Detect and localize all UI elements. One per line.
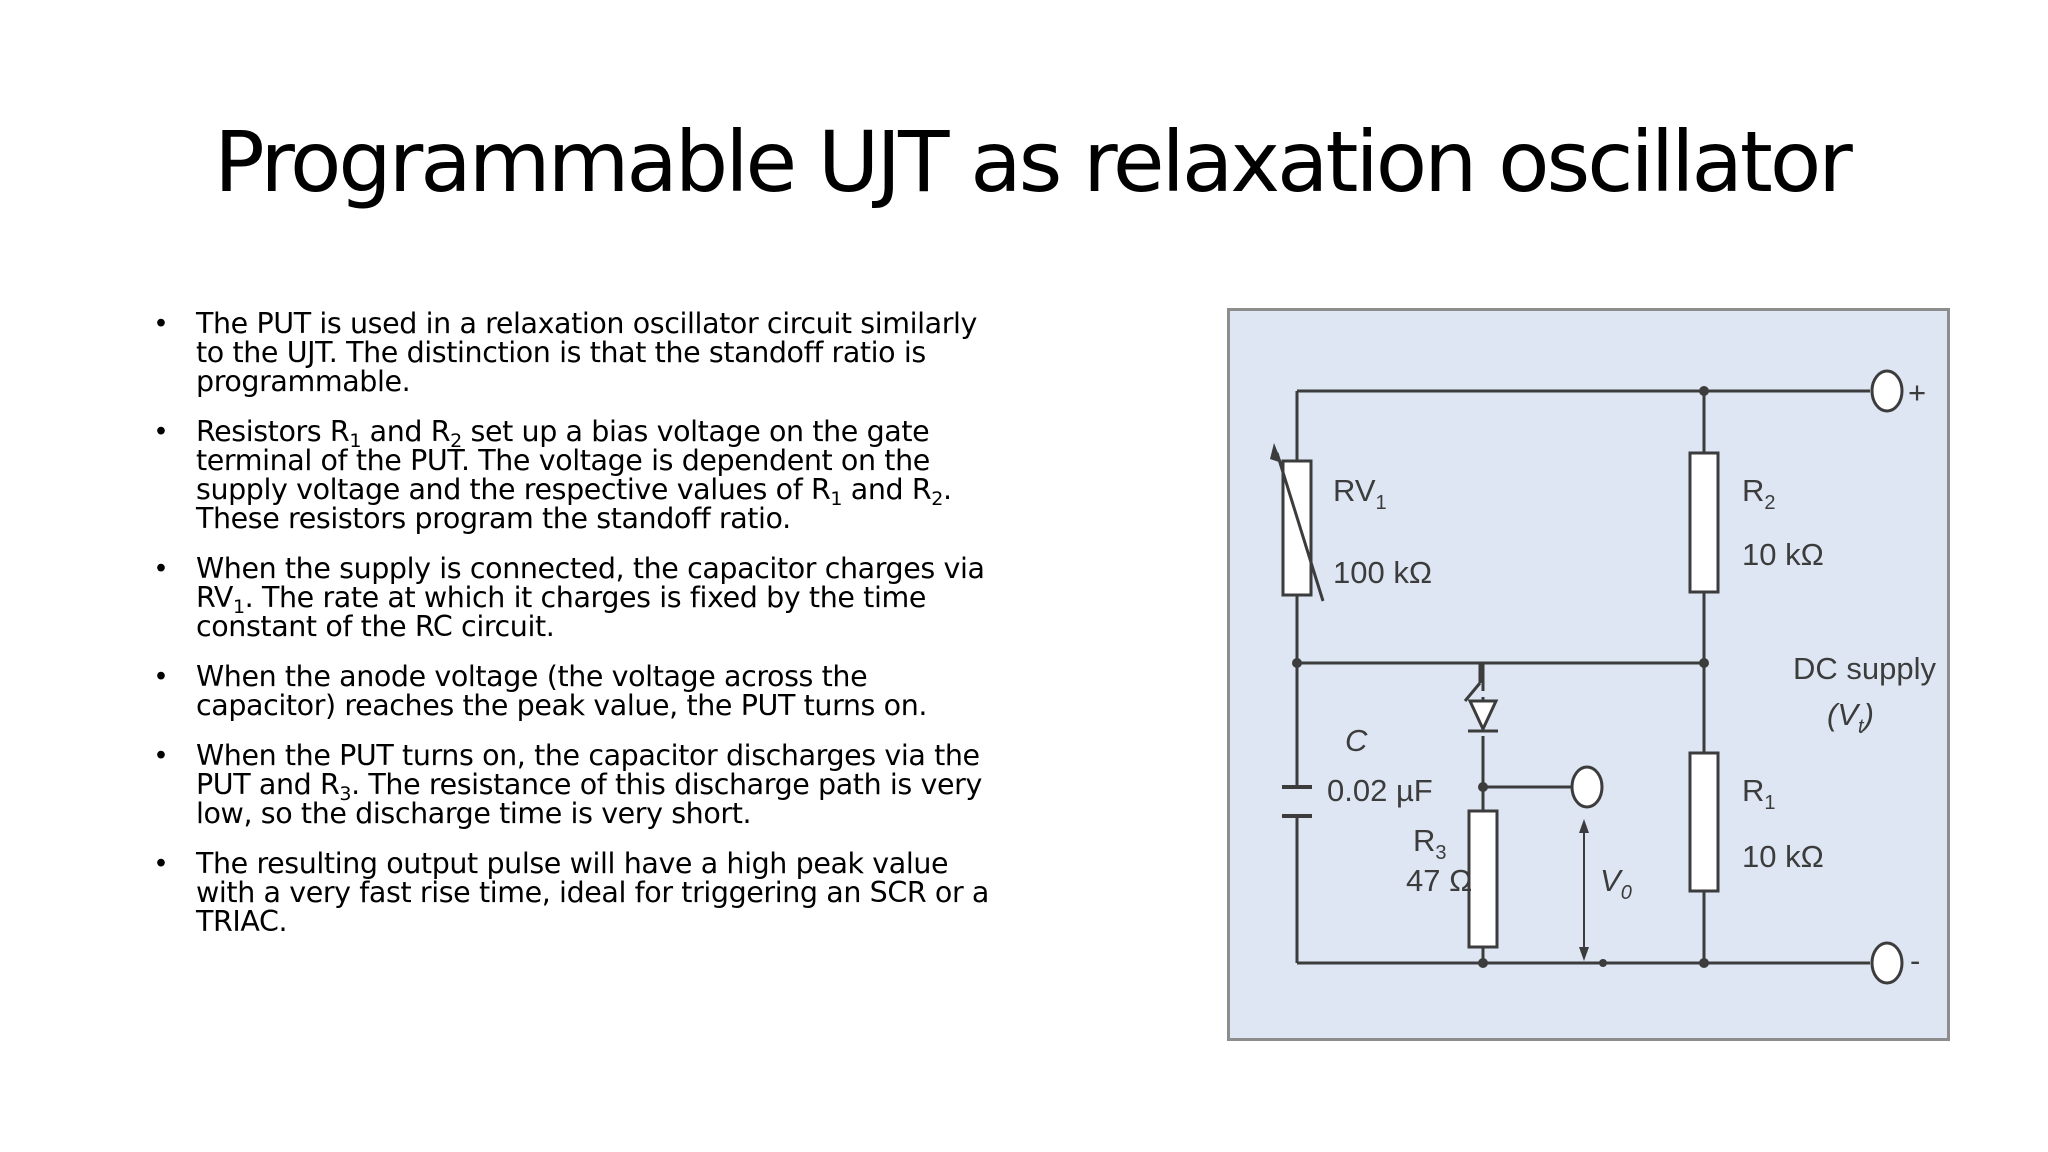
bullet-text: Resistors R	[196, 415, 350, 448]
bullet-subscript: 2	[931, 488, 943, 510]
r1-value: 10 kΩ	[1742, 839, 1824, 874]
bullet-dot: •	[156, 847, 166, 879]
r2-value: 10 kΩ	[1742, 537, 1824, 572]
junction-dot	[1478, 782, 1488, 792]
rv1-arrow-head	[1270, 443, 1282, 463]
bullet-text: When the supply is connected, the capaci…	[196, 552, 985, 614]
circuit-svg: RV1 100 kΩ R2 10 kΩ R1 10 kΩ R3 47 Ω C 0…	[1270, 369, 1936, 985]
bullet-item: • When the supply is connected, the capac…	[150, 552, 1000, 643]
bullet-text: . The rate at which it charges is fixed …	[196, 581, 926, 643]
bullet-subscript: 1	[830, 488, 843, 510]
bullet-dot: •	[156, 552, 166, 584]
bullet-item: • The resulting output pulse will have a …	[150, 847, 1000, 938]
bullet-text: When the anode voltage (the voltage acro…	[196, 660, 928, 722]
bullet-dot: •	[156, 739, 166, 771]
bullet-text: . These resistors program the standoff r…	[196, 473, 952, 535]
bullet-item: •Resistors R1 and R2 set up a bias volta…	[150, 415, 1000, 535]
vo-arrow-down	[1579, 947, 1589, 961]
r1-label: R1	[1742, 773, 1776, 814]
output-terminal	[1570, 765, 1604, 809]
vo-arrow-up	[1579, 819, 1589, 833]
positive-terminal	[1870, 369, 1904, 413]
junction-dot	[1699, 658, 1709, 668]
circuit-diagram: RV1 100 kΩ R2 10 kΩ R1 10 kΩ R3 47 Ω C 0…	[1227, 308, 1950, 1041]
negative-terminal	[1870, 941, 1904, 985]
capacitor-label: C	[1345, 723, 1368, 758]
r1-resistor	[1688, 751, 1720, 893]
put-device	[1467, 699, 1499, 733]
bullet-item: • When the PUT turns on, the capacitor di…	[150, 739, 1000, 830]
bullet-text: . The resistance of this discharge path …	[196, 768, 982, 830]
r3-resistor	[1467, 809, 1499, 949]
junction-dot	[1478, 958, 1488, 968]
junction-dot	[1599, 959, 1607, 967]
bullet-text: and R	[361, 415, 451, 448]
bullet-item: • The PUT is used in a relaxation oscilla…	[150, 307, 1000, 398]
junction-dot	[1292, 658, 1302, 668]
r3-value: 47 Ω	[1406, 863, 1472, 898]
bullet-dot: •	[156, 415, 166, 447]
bullet-item: • When the anode voltage (the voltage acr…	[150, 660, 1000, 722]
minus-sign: -	[1910, 943, 1920, 978]
r3-label: R3	[1413, 823, 1447, 864]
capacitor-value: 0.02 µF	[1327, 773, 1433, 808]
bullet-text: The resulting output pulse will have a h…	[196, 847, 989, 938]
bullet-list: • The PUT is used in a relaxation oscilla…	[150, 309, 1000, 957]
bullet-text: and R	[842, 473, 932, 506]
r2-label: R2	[1742, 473, 1776, 514]
rv1-arrow-line	[1275, 452, 1325, 602]
dc-supply-sub: (Vt)	[1827, 697, 1874, 738]
junction-dot	[1699, 958, 1709, 968]
bullet-dot: •	[156, 660, 166, 692]
rv1-value: 100 kΩ	[1333, 555, 1432, 590]
plus-sign: +	[1908, 375, 1926, 410]
r2-resistor	[1688, 451, 1720, 594]
slide-title: Programmable UJT as relaxation oscillato…	[214, 113, 1853, 211]
bullet-text: When the PUT turns on, the capacitor dis…	[196, 739, 980, 801]
bullet-text: The PUT is used in a relaxation oscillat…	[196, 307, 978, 398]
gate-lead	[1463, 682, 1482, 702]
bullet-dot: •	[156, 307, 166, 339]
bullet-text: set up a bias voltage on the gate termin…	[196, 415, 930, 506]
vo-label: V0	[1600, 863, 1632, 904]
junction-dot	[1699, 386, 1709, 396]
dc-supply-label: DC supply	[1793, 651, 1936, 686]
rv1-label: RV1	[1333, 473, 1387, 514]
